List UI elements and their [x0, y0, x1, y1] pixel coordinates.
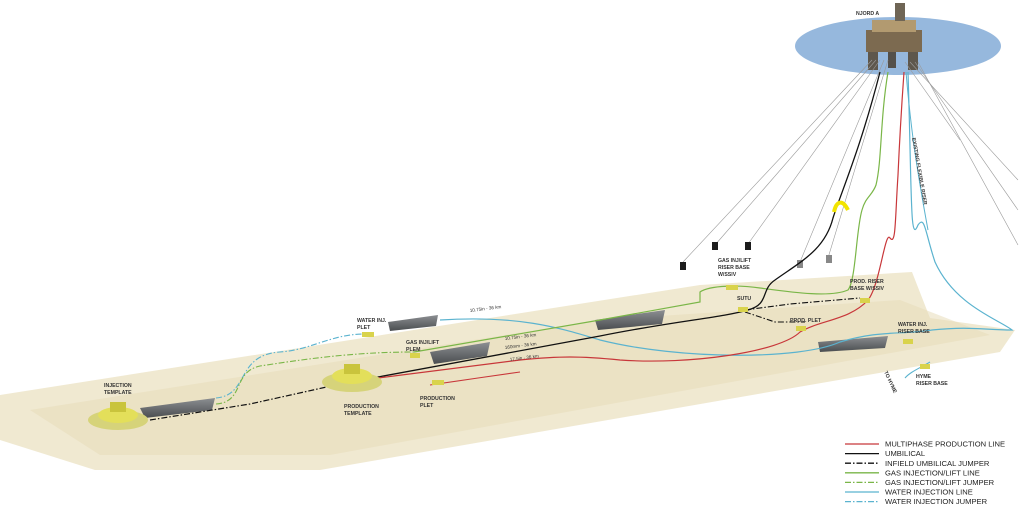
- label-water-inj-riser-base: WATER INJ. RISER BASE: [898, 322, 930, 335]
- legend-label: GAS INJECTION/LIFT JUMPER: [885, 478, 995, 487]
- anchor-block: [680, 262, 686, 270]
- label-water-inj-plet: WATER INJ. PLET: [357, 318, 388, 331]
- anchor-block: [826, 255, 832, 263]
- gas-inj-plem: [410, 353, 420, 358]
- pipe-spec-gas: 10.75in - 36 km: [505, 332, 537, 341]
- existing-flexible-riser: [905, 71, 929, 231]
- label-gas-riser-base: GAS INJ/LIFT RISER BASE W/SSIV: [718, 258, 753, 278]
- infield-umbilical-jumper-riser-base: [744, 297, 861, 323]
- legend-label: GAS INJECTION/LIFT LINE: [885, 468, 980, 477]
- rock-dump: [388, 315, 438, 331]
- injection-template: [88, 402, 148, 430]
- water-inj-plet: [362, 332, 374, 337]
- gas-riser-base: [726, 285, 738, 290]
- mooring-lines: [682, 59, 1019, 263]
- label-injection-template: INJECTION TEMPLATE: [104, 383, 133, 396]
- pipe-spec-umbilical: 160mm - 36 km: [505, 341, 537, 350]
- label-prod-riser-base: PROD. RISER BASE W/SSIV: [850, 279, 885, 292]
- to-hyme-line: [904, 361, 931, 379]
- legend-label: INFIELD UMBILICAL JUMPER: [885, 459, 990, 468]
- anchor-block: [712, 242, 718, 250]
- seabed-shadow: [30, 300, 990, 455]
- bend-stiffener: [832, 200, 850, 213]
- umbilical-line: [339, 71, 881, 385]
- production-plet: [432, 380, 444, 385]
- production-template: [322, 364, 382, 392]
- water-injection-jumper: [215, 333, 363, 399]
- legend-label: UMBILICAL: [885, 449, 925, 458]
- pipe-spec-labels: 10.75in - 36 km 10.75in - 36 km 160mm - …: [470, 304, 540, 362]
- pipe-spec-water: 10.75in - 36 km: [470, 304, 502, 313]
- platform-njord-a: NJORD A: [795, 3, 1001, 75]
- rock-dump: [430, 342, 490, 364]
- platform-deck: [866, 30, 922, 52]
- sutu-structure: [738, 307, 748, 312]
- legend-label: MULTIPHASE PRODUCTION LINE: [885, 440, 1005, 449]
- platform-column-mid: [888, 52, 896, 68]
- subsea-structures: [88, 285, 930, 430]
- rock-dump: [818, 336, 888, 352]
- platform-upper-deck: [872, 20, 916, 32]
- prod-riser-base: [860, 298, 870, 303]
- mooring-anchors: [680, 242, 832, 270]
- platform-name: NJORD A: [856, 11, 879, 17]
- platform-derrick: [895, 3, 905, 21]
- gas-injection-jumper: [215, 351, 415, 405]
- rock-dump: [595, 310, 665, 330]
- platform-pontoon-right: [908, 52, 918, 70]
- rock-dumps: [140, 310, 888, 418]
- label-gas-inj-plem: GAS INJ/LIFT PLEM: [406, 340, 441, 353]
- water-inj-riser-base: [903, 339, 913, 344]
- multiphase-production-line: [377, 71, 905, 379]
- anchor-block: [797, 260, 803, 268]
- legend: MULTIPHASE PRODUCTION LINEUMBILICALINFIE…: [845, 440, 1005, 506]
- label-hyme-riser-base: HYME RISER BASE: [916, 374, 948, 387]
- prod-plet: [796, 326, 806, 331]
- multiphase-production-branch: [429, 371, 521, 386]
- hyme-riser-base: [920, 364, 930, 369]
- infield-umbilical-jumper: [149, 383, 341, 421]
- label-to-hyme: TO HYME: [882, 370, 898, 394]
- rock-dump: [140, 398, 215, 418]
- label-production-plet: PRODUCTION PLET: [420, 396, 456, 409]
- water-injection-line: [439, 71, 1014, 356]
- pipe-spec-production: 17.5in - 36 km: [510, 353, 540, 362]
- label-existing-flexible-riser: EXISTING FLEXIBLE RISER: [910, 137, 928, 205]
- label-prod-plet: PROD. PLET: [790, 318, 822, 324]
- platform-pontoon-left: [868, 52, 878, 70]
- legend-label: WATER INJECTION JUMPER: [885, 497, 988, 506]
- label-sutu: SUTU: [737, 296, 751, 302]
- legend-label: WATER INJECTION LINE: [885, 488, 973, 497]
- label-production-template: PRODUCTION TEMPLATE: [344, 404, 380, 417]
- gas-injection-line: [413, 71, 889, 353]
- anchor-block: [745, 242, 751, 250]
